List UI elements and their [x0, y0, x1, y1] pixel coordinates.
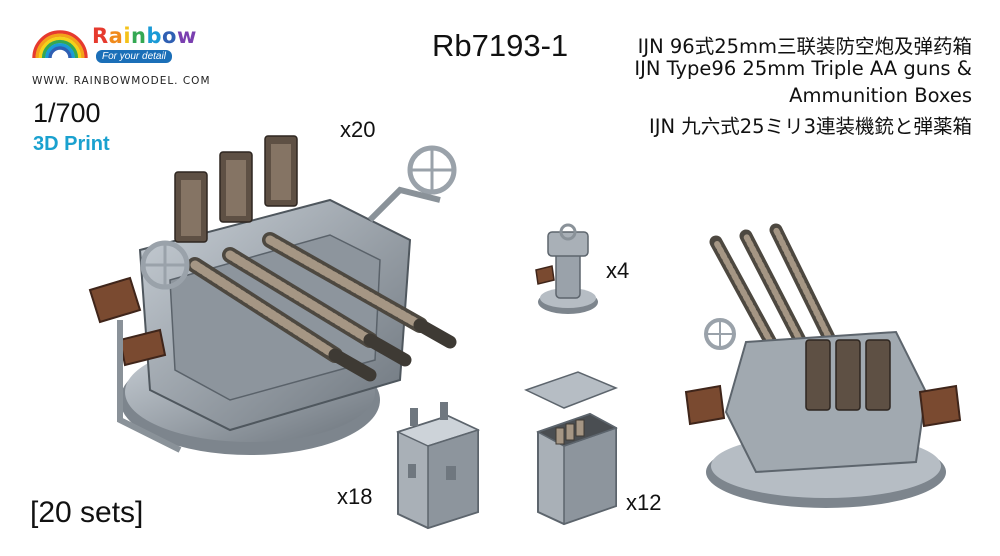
rainbow-band — [32, 30, 88, 59]
brand-letter: R — [92, 24, 109, 48]
brand-letter: o — [162, 24, 177, 48]
brand-letter: n — [131, 24, 147, 48]
brand-letter: w — [176, 24, 197, 48]
brand-letter: a — [108, 24, 124, 48]
rainbow-band — [35, 33, 85, 59]
qty-closed-box: x18 — [337, 484, 373, 509]
brand-url: WWW. RAINBOWMODEL. COM — [32, 75, 211, 87]
sets-count: [20 sets] — [30, 496, 144, 529]
title-english-line-2: Ammunition Boxes — [789, 84, 972, 107]
triple-aa-gun-rear-render — [684, 223, 962, 508]
closed-ammo-box-render — [395, 402, 481, 530]
brand-letter: i — [123, 24, 132, 48]
qty-single-mount: x4 — [606, 258, 630, 283]
open-ammo-box-render — [524, 371, 619, 526]
qty-triple-gun: x20 — [340, 117, 376, 142]
product-code: Rb7193-1 — [432, 28, 569, 63]
rainbow-band — [38, 36, 82, 59]
print-type-label: 3D Print — [33, 133, 110, 155]
brand-name: Rainbow — [92, 24, 197, 48]
brand-tagline: For your detail — [96, 50, 172, 63]
rainbow-arc-icon — [32, 30, 88, 59]
rainbow-band — [48, 46, 72, 59]
rainbow-logo-icon — [32, 30, 88, 59]
title-english-line-1: IJN Type96 25mm Triple AA guns & — [634, 57, 972, 80]
title-japanese: IJN 九六式25ミリ3連装機銃と弾薬箱 — [648, 115, 972, 138]
rainbow-band — [41, 39, 79, 59]
brand-letter: b — [146, 24, 163, 48]
triple-aa-gun-render — [88, 135, 457, 455]
single-mount-render — [535, 223, 598, 314]
scale-label: 1/700 — [33, 98, 101, 128]
qty-open-box: x12 — [626, 490, 662, 515]
rainbow-band — [45, 43, 75, 59]
title-chinese: IJN 96式25mm三联装防空炮及弹药箱 — [637, 35, 972, 58]
